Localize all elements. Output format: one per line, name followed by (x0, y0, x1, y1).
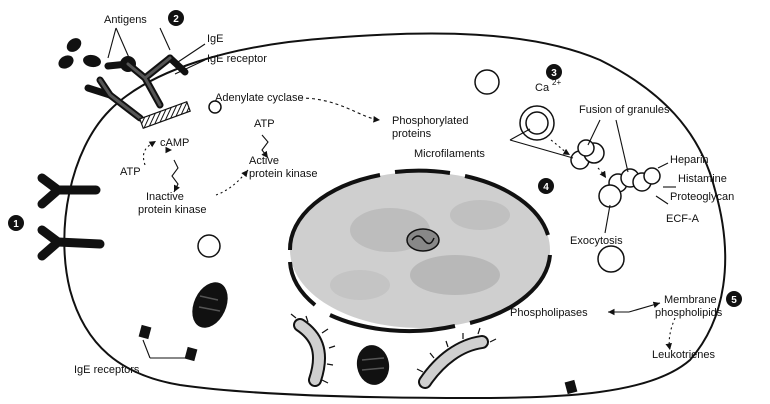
label-ige: IgE (207, 33, 224, 45)
marker-4: 4 (538, 178, 554, 194)
label-inactive-pk-line1: Inactive (146, 191, 184, 203)
vesicle (198, 235, 220, 257)
label-atp-left: ATP (120, 166, 141, 178)
label-adenylate-cyclase: Adenylate cyclase (215, 92, 304, 104)
label-ige-receptor: IgE receptor (207, 53, 267, 65)
label-phosphorylated-line1: Phosphorylated (392, 115, 468, 127)
label-camp: cAMP (160, 137, 189, 149)
label-ige-receptors: IgE receptors (74, 364, 140, 376)
label-leukotrienes: Leukotrienes (652, 349, 715, 361)
label-fusion-of-granules: Fusion of granules (579, 104, 670, 116)
marker-1: 1 (8, 215, 24, 231)
vesicle (598, 246, 624, 272)
label-antigens: Antigens (104, 14, 147, 26)
label-active-pk-line2: protein kinase (249, 168, 318, 180)
label-exocytosis: Exocytosis (570, 235, 623, 247)
nucleolus (407, 229, 439, 251)
svg-text:2: 2 (173, 14, 179, 25)
label-proteoglycan: Proteoglycan (670, 191, 734, 203)
label-active-pk-line1: Active (249, 155, 279, 167)
label-phospholipases: Phospholipases (510, 307, 588, 319)
label-calcium: Ca (535, 82, 550, 94)
svg-text:5: 5 (731, 295, 737, 306)
antigen (64, 35, 84, 54)
antigen (82, 54, 102, 69)
label-microfilaments: Microfilaments (414, 148, 485, 160)
label-histamine: Histamine (678, 173, 727, 185)
label-membrane-line2: phospholipids (655, 307, 723, 319)
label-heparin: Heparin (670, 154, 709, 166)
label-inactive-pk-line2: protein kinase (138, 204, 207, 216)
label-atp-mid: ATP (254, 118, 275, 130)
vesicle (475, 70, 499, 94)
label-phosphorylated-line2: proteins (392, 128, 432, 140)
label-membrane-line1: Membrane (664, 294, 717, 306)
svg-text:4: 4 (543, 182, 549, 193)
antigen (56, 53, 76, 71)
label-ecf-a: ECF-A (666, 213, 700, 225)
marker-5: 5 (726, 291, 742, 307)
svg-text:1: 1 (13, 219, 19, 230)
marker-2: 2 (168, 10, 184, 26)
label-calcium-charge: 2+ (552, 78, 561, 87)
